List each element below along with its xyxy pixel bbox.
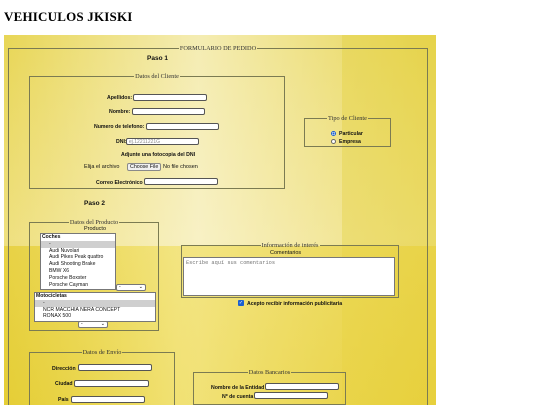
- cars-listbox[interactable]: Coches - Audi Nuvolari Audi Pikes Peak q…: [40, 233, 116, 290]
- nombre-input[interactable]: [132, 108, 205, 115]
- choose-file-label: Elija el archivo: [84, 164, 120, 170]
- interest-section: Información de interés: [181, 242, 399, 298]
- advertising-checkbox[interactable]: ✓: [238, 300, 244, 306]
- chevron-down-icon: ⌄: [100, 321, 105, 327]
- product-data-legend: Datos del Producto: [69, 219, 119, 226]
- comments-textarea[interactable]: [183, 257, 395, 296]
- radio-empresa-label: Empresa: [339, 139, 361, 145]
- motos-option[interactable]: RONAX 500: [43, 313, 72, 320]
- motos-group-label: Motocicletas: [36, 293, 67, 299]
- motos-select[interactable]: - ⌄: [78, 321, 108, 328]
- cars-option[interactable]: Audi Nuvolari: [49, 247, 80, 254]
- entidad-input[interactable]: [265, 383, 339, 390]
- ciudad-input[interactable]: [74, 380, 149, 387]
- pais-input[interactable]: [71, 396, 145, 403]
- cars-option[interactable]: Porsche Cayman: [49, 281, 89, 288]
- interest-legend: Información de interés: [261, 242, 319, 249]
- client-data-section: Datos del Cliente: [29, 73, 285, 189]
- motos-option[interactable]: NCR MACCHIA NERA CONCEPT: [43, 306, 121, 313]
- no-file-text: No file chosen: [163, 164, 198, 170]
- dni-input[interactable]: ej.12211221G: [126, 138, 199, 145]
- order-form: FORMULARIO DE PEDIDO: [8, 45, 428, 405]
- radio-particular-label: Particular: [339, 131, 363, 137]
- radio-empresa[interactable]: [331, 139, 336, 144]
- dni-label: DNI:: [116, 139, 127, 145]
- client-data-legend: Datos del Cliente: [135, 73, 179, 80]
- cuenta-input[interactable]: [254, 392, 328, 399]
- cars-option-none[interactable]: -: [41, 240, 115, 248]
- pais-label: País: [58, 397, 69, 403]
- direccion-label: Dirección: [52, 366, 76, 372]
- shipping-section: Datos de Envío: [29, 349, 175, 405]
- email-input[interactable]: [144, 178, 218, 185]
- cars-option[interactable]: Audi Pikes Peak quattro: [49, 254, 104, 261]
- chevron-down-icon: ⌄: [138, 284, 143, 290]
- client-type-section: Tipo de Cliente: [304, 115, 391, 147]
- apellidos-label: Apellidos:: [107, 95, 133, 101]
- product-title: Producto: [84, 226, 107, 232]
- motos-option-none[interactable]: -: [35, 299, 155, 307]
- radio-particular[interactable]: [331, 131, 336, 136]
- choose-file-button[interactable]: Choose File: [127, 163, 162, 171]
- cars-option[interactable]: Audi Shooting Brake: [49, 261, 96, 268]
- product-data-section: Datos del Producto: [29, 219, 159, 331]
- ciudad-label: Ciudad: [55, 381, 73, 387]
- cars-select[interactable]: - ⌄: [116, 284, 146, 291]
- advertising-checkbox-label: Acepto recibir información publicitaria: [247, 301, 343, 307]
- dni-copy-note: Adjunte una fotocopia del DNI: [121, 152, 196, 158]
- comments-title: Comentarios: [270, 250, 302, 256]
- motos-select-value: -: [81, 321, 83, 327]
- apellidos-input[interactable]: [133, 94, 207, 101]
- bank-legend: Datos Bancarios: [248, 369, 291, 376]
- site-title: VEHICULOS JKISKI: [4, 9, 133, 24]
- entidad-label: Nombre de la Entidad: [211, 385, 265, 391]
- client-type-legend: Tipo de Cliente: [328, 115, 367, 122]
- cars-option[interactable]: Porsche Boxster: [49, 274, 87, 281]
- cars-select-value: -: [119, 284, 121, 290]
- step-1-heading: Paso 1: [147, 55, 168, 62]
- shipping-legend: Datos de Envío: [82, 349, 122, 356]
- telefono-label: Numero de telefono:: [94, 124, 145, 130]
- form-background: FORMULARIO DE PEDIDO Paso 1 Datos del Cl…: [4, 35, 436, 405]
- motos-listbox[interactable]: Motocicletas - NCR MACCHIA NERA CONCEPT …: [34, 292, 156, 322]
- cars-group-label: Coches: [42, 234, 61, 240]
- direccion-input[interactable]: [78, 364, 152, 371]
- nombre-label: Nombre:: [109, 109, 131, 115]
- telefono-input[interactable]: [146, 123, 219, 130]
- email-label: Correo Electrónico: [96, 180, 143, 186]
- order-form-legend: FORMULARIO DE PEDIDO: [179, 45, 257, 52]
- cars-option[interactable]: BMW X6: [49, 267, 70, 274]
- cuenta-label: Nº de cuenta: [222, 394, 254, 400]
- step-2-heading: Paso 2: [84, 200, 105, 207]
